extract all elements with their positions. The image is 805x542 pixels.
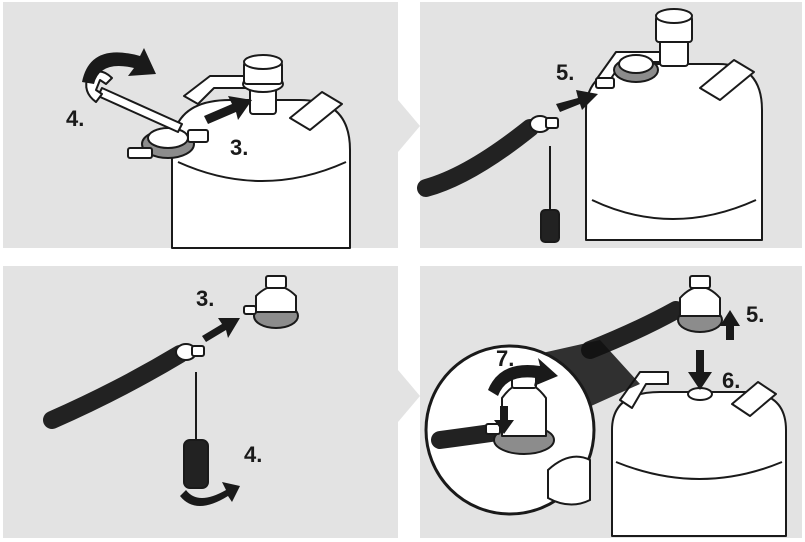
step-label-attach: 3. (230, 135, 248, 160)
panel-attach-regulator: 4. 3. (3, 2, 398, 249)
step-label-clamp: 4. (244, 442, 262, 467)
step-label-lock: 7. (496, 346, 514, 371)
cylinder-valve-icon (183, 54, 284, 115)
panel-push-hose: 5. (417, 2, 802, 248)
detail-magnifier (424, 340, 640, 516)
press-arrow-icon (494, 406, 514, 434)
push-arrow-icon (204, 96, 252, 124)
screwdriver-icon (183, 372, 209, 489)
step-chevron-icon (398, 100, 420, 152)
hose-clamp-icon (175, 343, 205, 361)
panel-background (3, 266, 398, 538)
step-label-attach: 3. (196, 286, 214, 311)
step-label-lift: 5. (746, 302, 764, 327)
pressure-regulator-icon (595, 8, 693, 89)
rotation-arrow-icon (488, 358, 558, 396)
lift-arrow-icon (720, 310, 740, 340)
rotation-arrow-icon (82, 48, 156, 84)
pressure-regulator-icon (127, 127, 209, 159)
step-chevron-icon (398, 370, 420, 422)
step-label-tighten: 4. (66, 106, 84, 131)
screwdriver-icon (540, 146, 560, 243)
hose-clamp-icon (529, 115, 559, 133)
press-arrow-icon (688, 350, 712, 390)
gas-cylinder-icon (611, 371, 787, 537)
push-arrow-icon (202, 318, 240, 342)
pressure-regulator-icon (243, 275, 299, 329)
rotation-arrow-icon (180, 482, 240, 506)
pressure-regulator-icon (677, 275, 723, 333)
panel-fit-regulator-to-cylinder: 5. 6. 7. (420, 266, 802, 538)
hose-icon (43, 345, 189, 429)
push-arrow-icon (556, 90, 598, 112)
step-label-press: 6. (722, 368, 740, 393)
step-label-push-hose: 5. (556, 60, 574, 85)
panel-clamp-hose: 3. 4. (3, 266, 398, 538)
hose-icon (417, 119, 539, 197)
pressure-regulator-icon (485, 373, 555, 455)
gas-cylinder-icon (171, 91, 351, 249)
